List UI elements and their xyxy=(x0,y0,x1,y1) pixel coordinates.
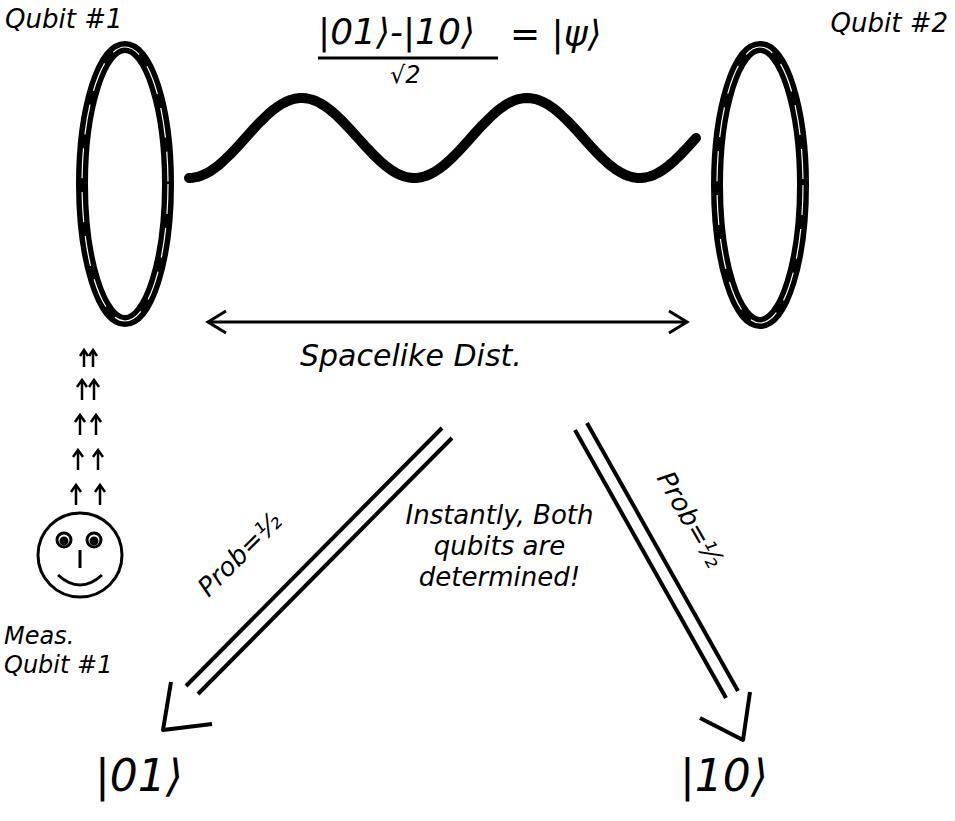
state-denominator: √2 xyxy=(390,61,421,90)
state-numerator: |01⟩-|10⟩ xyxy=(318,10,475,53)
note-text: Instantly, Both qubits are determined! xyxy=(392,500,607,594)
ring-stroke xyxy=(717,47,803,323)
wave-line xyxy=(189,98,696,178)
state-name: = |ψ⟩ xyxy=(510,12,602,55)
qubit-heading: Qubit #2 xyxy=(831,8,948,39)
probability-label: Prob=½ xyxy=(192,507,289,604)
ring-highlight xyxy=(82,47,168,321)
distance-label: Spacelike Dist. xyxy=(300,338,522,374)
qubit-ring: Qubit #1 xyxy=(75,40,175,328)
outcome-arrow-left xyxy=(163,428,452,730)
ring-outline xyxy=(75,40,175,328)
distance-arrow xyxy=(208,311,687,333)
observer-face xyxy=(38,513,122,597)
ring-highlight xyxy=(717,47,803,323)
measure-label: Meas. Qubit #1 xyxy=(4,622,134,680)
outcome-state: |10⟩ xyxy=(680,750,768,803)
ring-stroke xyxy=(82,47,168,321)
measurement-arrows xyxy=(71,350,105,505)
fraction-bar xyxy=(318,57,498,60)
outcome-state: |01⟩ xyxy=(95,750,183,803)
ring-outline xyxy=(710,40,810,330)
qubit-ring: Qubit #2 xyxy=(710,40,810,330)
qubit-heading: Qubit #1 xyxy=(5,4,122,35)
entanglement-wave xyxy=(189,98,696,178)
outcome-arrow-right xyxy=(575,423,750,740)
